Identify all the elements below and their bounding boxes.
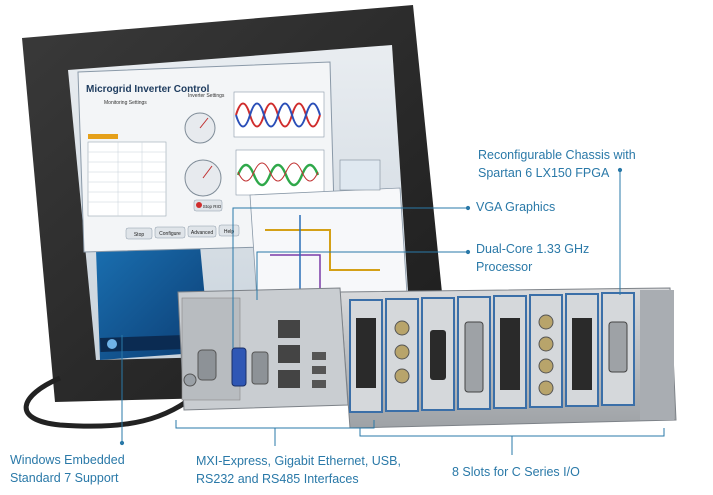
vga-cable [23,375,202,429]
usb-port-1 [312,352,326,360]
svg-text:Stop RIO: Stop RIO [203,204,222,209]
monitor: Microgrid Inverter Control Monitoring Se… [22,5,452,402]
monitoring-panel-title: Monitoring Settings [104,100,147,106]
svg-text:Stop: Stop [134,232,145,238]
callout-processor-line1: Dual-Core 1.33 GHz [476,242,590,256]
svg-text:Configure: Configure [159,231,181,237]
windows-start-icon [107,339,117,349]
module-5 [493,295,527,409]
callout-interfaces: MXI-Express, Gigabit Ethernet, USB, RS23… [196,452,401,488]
callout-chassis: Reconfigurable Chassis with Spartan 6 LX… [478,146,636,182]
configure-button[interactable]: Configure [154,226,186,239]
module-2 [385,298,419,412]
stop-rio-button[interactable]: Stop RIO [193,199,223,212]
c-series-modules [349,292,635,413]
callout-interfaces-line1: MXI-Express, Gigabit Ethernet, USB, [196,454,401,468]
module-7 [565,293,599,407]
module-3 [421,297,455,411]
inverter-panel-title: Inverter Settings [188,93,225,99]
vga-port [231,347,247,387]
leader-lines [119,167,665,455]
ethernet-port-1 [278,320,300,338]
stop-button[interactable]: Stop [125,227,153,240]
usb-port-3 [312,380,326,388]
compactrio-system [177,287,677,429]
module-8 [601,292,635,406]
ethernet-port-3 [278,370,300,388]
ethernet-port-2 [278,345,300,363]
svg-text:Advanced: Advanced [191,230,213,236]
module-1 [349,299,383,413]
callout-windows-line2: Standard 7 Support [10,471,119,485]
callout-chassis-line1: Reconfigurable Chassis with [478,148,636,162]
callout-processor-line2: Processor [476,260,533,274]
chassis-endcap [640,290,674,420]
callout-slots: 8 Slots for C Series I/O [452,463,580,481]
svg-text:Help: Help [224,229,235,235]
callout-interfaces-line2: RS232 and RS485 Interfaces [196,472,359,486]
callout-slots-line1: 8 Slots for C Series I/O [452,465,580,479]
window-title: Microgrid Inverter Control [86,84,210,95]
usb-port-2 [312,366,326,374]
callout-windows: Windows Embedded Standard 7 Support [10,451,125,487]
callout-processor: Dual-Core 1.33 GHz Processor [476,240,589,276]
progress-bar [88,134,118,139]
data-table [87,141,167,217]
waveform-chart-bottom [235,149,325,196]
module-4 [457,296,491,410]
callout-vga-line1: VGA Graphics [476,200,556,214]
callout-chassis-line2: Spartan 6 LX150 FPGA [478,166,610,180]
callout-vga: VGA Graphics [476,198,555,216]
advanced-button[interactable]: Advanced [187,225,217,238]
help-button[interactable]: Help [218,224,240,237]
module-6 [529,294,563,408]
callout-windows-line1: Windows Embedded [10,453,125,467]
